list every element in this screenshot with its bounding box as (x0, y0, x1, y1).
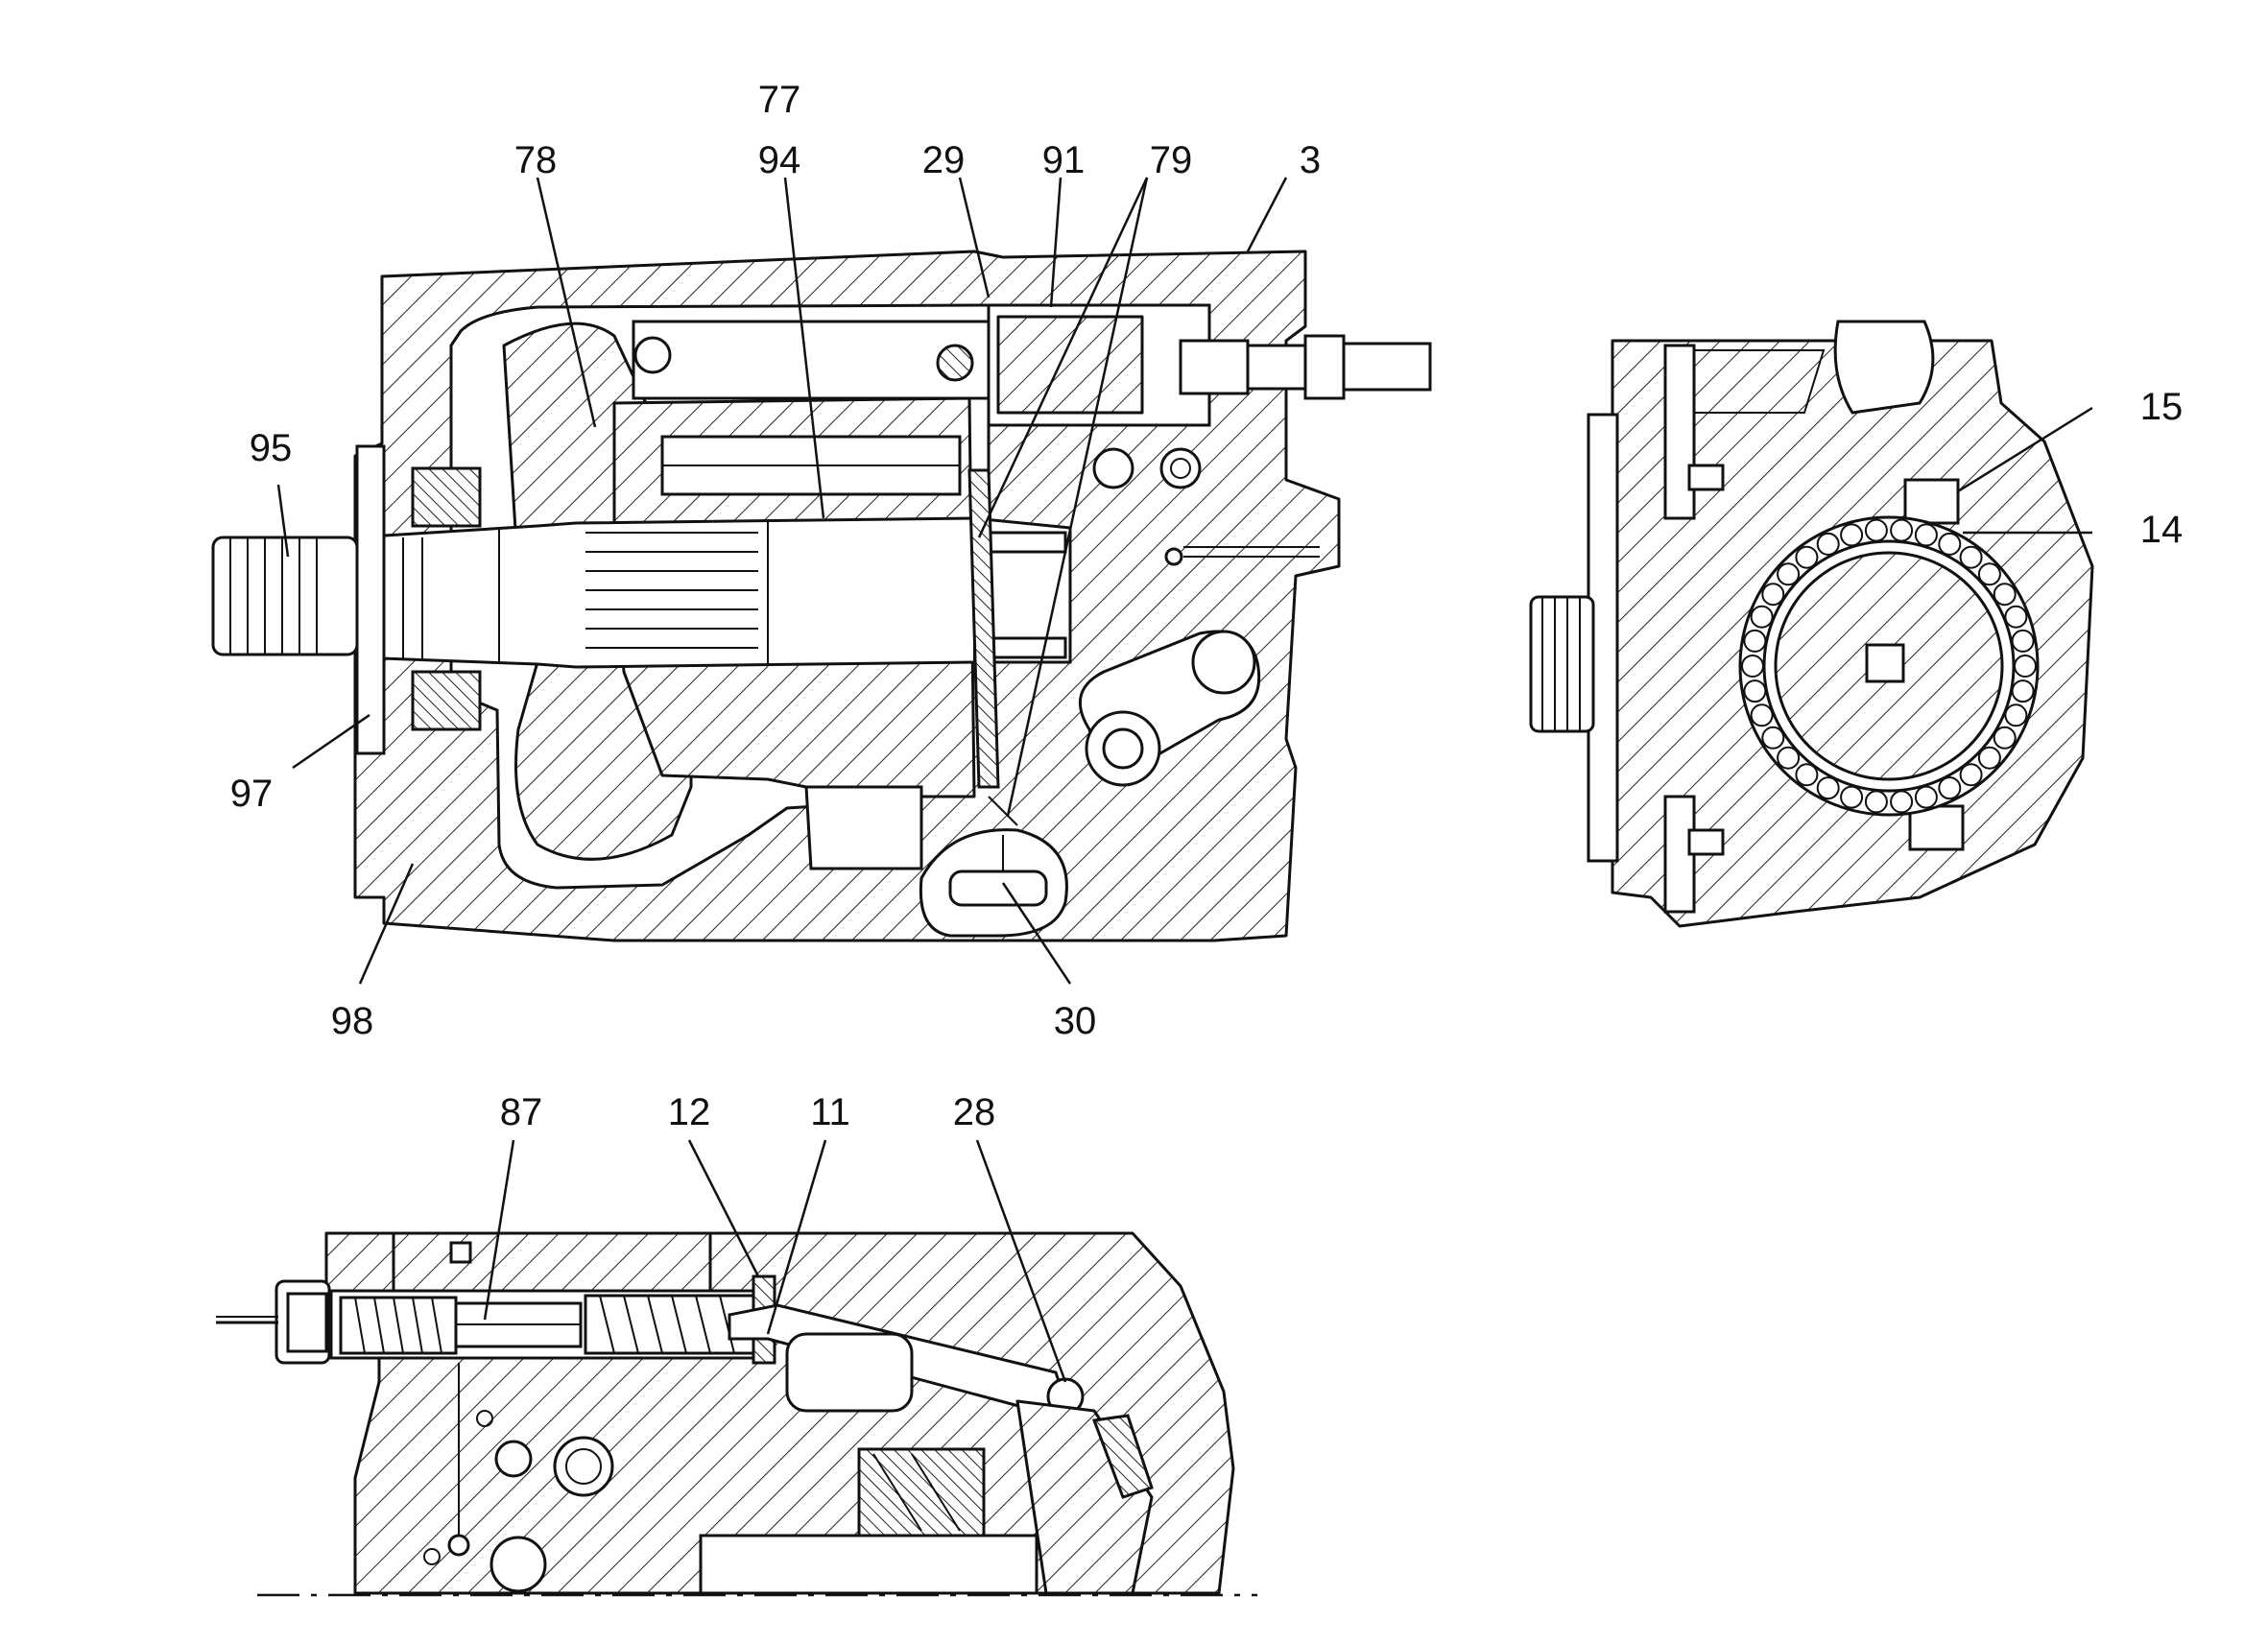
bearing-ball (1993, 726, 2017, 750)
end-view-flange (1587, 413, 1619, 863)
valve-plate (967, 468, 1000, 789)
pin-left (633, 336, 672, 374)
bearing-ball (1993, 583, 2017, 607)
callout-97: 97 (230, 773, 274, 815)
lower-pocket (804, 785, 923, 870)
bearing-ball (1750, 703, 1774, 727)
bearing-ball (2004, 703, 2028, 727)
bearing-ball (2004, 605, 2028, 629)
lower-port-1 (553, 1436, 614, 1497)
callout-77: 77 (758, 79, 801, 121)
callout-14: 14 (2140, 509, 2184, 551)
trunnion-slot (1865, 643, 1905, 683)
end-view (1529, 320, 2094, 928)
end-view-boss (1833, 320, 1935, 415)
solenoid-connector (216, 1279, 331, 1365)
bearing-ball (1864, 518, 1888, 542)
bearing-ball (1840, 523, 1864, 547)
callout-98: 98 (331, 1000, 374, 1042)
bearing-ball (1761, 583, 1785, 607)
bearing-ball (1914, 523, 1938, 547)
end-view-spline-stub (1529, 595, 1595, 733)
callout-94: 94 (758, 139, 801, 181)
pin-right (936, 344, 974, 382)
front-bearing-upper (411, 466, 482, 528)
bearing-ball (1977, 746, 2001, 770)
callout-30: 30 (1054, 1000, 1097, 1042)
bearing-ball (2014, 655, 2037, 678)
bearing-ball (1890, 518, 1914, 542)
bearing-ball (1938, 532, 1962, 556)
bearing-ball (1743, 629, 1767, 653)
bearing-ball (1959, 763, 1983, 787)
bearing-ball (1777, 746, 1801, 770)
drain-plug (948, 870, 1048, 907)
callout-11: 11 (810, 1091, 850, 1133)
bearing-ball (1777, 562, 1801, 586)
front-bearing-lower (411, 670, 482, 731)
callout-29: 29 (922, 139, 966, 181)
callout-15: 15 (2140, 386, 2184, 428)
shaft-spline (585, 532, 758, 649)
rear-bearing-lower (987, 636, 1067, 659)
bearing-ball (1795, 763, 1819, 787)
bearing-ball (1890, 790, 1914, 814)
leader-lines (276, 177, 2093, 1383)
callout-79: 79 (1150, 139, 1193, 181)
bearing-ball (2011, 629, 2035, 653)
bearing-ball (1795, 545, 1819, 569)
callout-95: 95 (250, 427, 293, 469)
solenoid-block (392, 1231, 712, 1293)
bearing-ball (1761, 726, 1785, 750)
callout-labels: 77 78 94 29 91 79 3 95 97 98 30 15 14 87… (230, 79, 2184, 1133)
lower-bore-1 (785, 1332, 914, 1413)
lower-piston (857, 1447, 986, 1537)
bearing-ball (1864, 790, 1888, 814)
callout-91: 91 (1042, 139, 1086, 181)
drive-shaft (353, 516, 1072, 669)
bearing-balls (1741, 518, 2037, 814)
bearing-ball (1977, 562, 2001, 586)
spring-right (584, 1294, 760, 1355)
bearing-ball (2011, 679, 2035, 703)
bearing-ball (1840, 785, 1864, 809)
callout-28: 28 (953, 1091, 996, 1133)
bearing-ball (1959, 545, 1983, 569)
bearing-ball (1938, 776, 1962, 800)
spring-left (339, 1296, 458, 1355)
bearing-ball (1914, 785, 1938, 809)
callout-78: 78 (514, 139, 558, 181)
rear-bearing-upper (987, 531, 1067, 554)
lower-port-2 (489, 1536, 547, 1593)
bolt-upper (1903, 478, 1960, 525)
callout-12: 12 (668, 1091, 711, 1133)
bearing-ball (1741, 655, 1764, 678)
front-flange (355, 444, 386, 755)
main-section-view (211, 250, 1432, 942)
bearing-ball (1816, 776, 1840, 800)
bearing-ball (1750, 605, 1774, 629)
splined-shaft-end (211, 536, 359, 656)
adjustment-screw (1179, 334, 1432, 400)
control-piston (996, 315, 1144, 415)
bearing-ball (1743, 679, 1767, 703)
callout-87: 87 (500, 1091, 543, 1133)
bearing-ball (1816, 532, 1840, 556)
control-valve-view (216, 1231, 1257, 1597)
callout-3: 3 (1300, 139, 1321, 181)
bolt-lower (1908, 804, 1965, 851)
